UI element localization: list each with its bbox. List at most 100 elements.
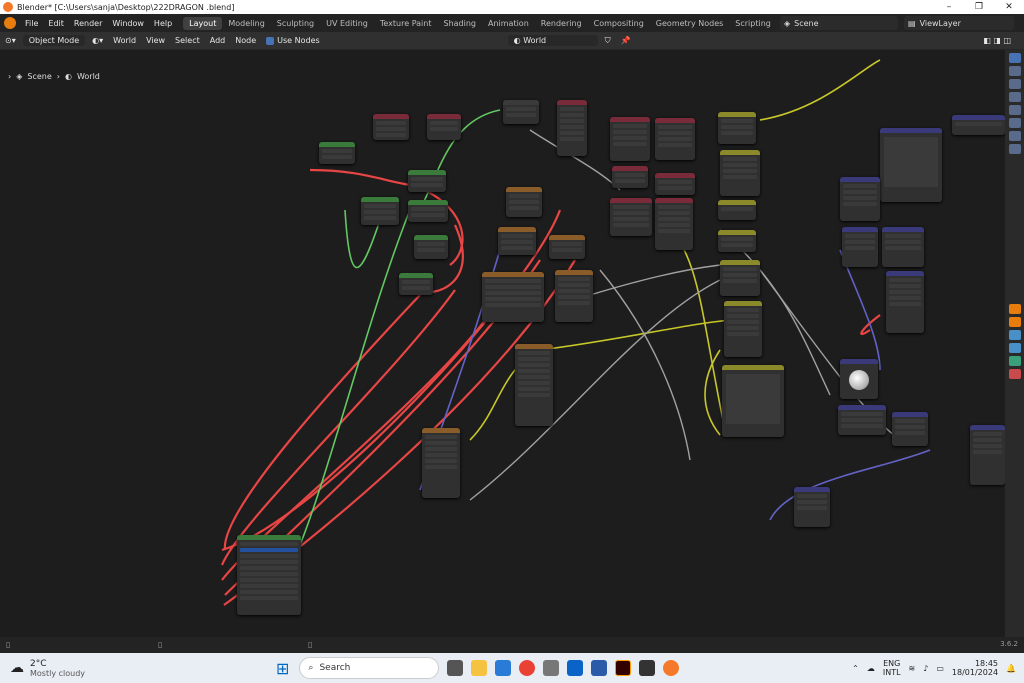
shader-node[interactable] — [655, 198, 693, 250]
tab-scripting[interactable]: Scripting — [735, 18, 771, 28]
fake-user-icon[interactable]: ⛉ — [604, 35, 611, 45]
vector-curves-node[interactable] — [880, 128, 942, 202]
battery-icon[interactable]: ▭ — [936, 663, 944, 673]
collection-tab-icon[interactable] — [1008, 131, 1021, 141]
shader-node[interactable] — [952, 115, 1005, 135]
volume-icon[interactable]: ♪ — [923, 663, 929, 673]
editor-type-icon[interactable]: ⊙▾ — [5, 36, 16, 45]
tab-geometry-nodes[interactable]: Geometry Nodes — [655, 18, 724, 28]
node-editor-canvas[interactable]: › ◈ Scene › ◐ World — [0, 50, 1005, 637]
physics-tab-icon[interactable] — [1008, 330, 1021, 340]
image-texture-node[interactable] — [482, 272, 544, 322]
shader-node[interactable] — [549, 235, 585, 259]
tab-layout[interactable]: Layout — [183, 16, 223, 30]
blender-menu-icon[interactable] — [4, 17, 16, 29]
shader-node[interactable] — [718, 112, 756, 144]
render-tab-icon[interactable] — [1008, 66, 1021, 76]
shader-node[interactable] — [414, 235, 448, 259]
world-tab-icon[interactable] — [1008, 118, 1021, 128]
shader-node[interactable] — [498, 227, 536, 255]
tab-modeling[interactable]: Modeling — [228, 18, 265, 28]
menu-node-view[interactable]: View — [146, 36, 166, 45]
tab-sculpting[interactable]: Sculpting — [276, 18, 315, 28]
menu-node[interactable]: Node — [235, 36, 257, 45]
wifi-icon[interactable]: ≋ — [908, 663, 916, 673]
menu-node-add[interactable]: Add — [209, 36, 226, 45]
principled-volume-node[interactable] — [237, 535, 301, 615]
normal-node[interactable] — [840, 359, 878, 399]
viewlayer-selector[interactable]: ▤ ViewLayer — [904, 16, 1014, 30]
clock[interactable]: 18:45 18/01/2024 — [952, 659, 998, 677]
tab-uv-editing[interactable]: UV Editing — [326, 18, 368, 28]
app-icon[interactable] — [639, 660, 656, 676]
shader-node[interactable] — [422, 428, 460, 498]
view-layer-tab-icon[interactable] — [1008, 92, 1021, 102]
menu-node-select[interactable]: Select — [175, 36, 200, 45]
tool-tab-icon[interactable] — [1008, 53, 1021, 63]
tab-texture-paint[interactable]: Texture Paint — [379, 18, 432, 28]
shader-node[interactable] — [408, 200, 448, 222]
chrome-icon[interactable] — [519, 660, 536, 676]
shader-node[interactable] — [361, 197, 399, 225]
language-indicator[interactable]: ENG INTL — [883, 659, 901, 677]
pin-icon[interactable]: 📌 — [620, 36, 631, 45]
settings-gear-icon[interactable] — [543, 660, 560, 676]
tray-chevron-icon[interactable]: ⌃ — [852, 663, 859, 673]
shader-node[interactable] — [555, 270, 593, 322]
taskbar-search[interactable]: ⌕ Search — [299, 657, 440, 679]
mail-icon[interactable] — [591, 660, 608, 676]
data-tab-icon[interactable] — [1008, 356, 1021, 366]
shader-node[interactable] — [610, 198, 652, 236]
particles-tab-icon[interactable] — [1008, 317, 1021, 327]
tab-rendering[interactable]: Rendering — [540, 18, 582, 28]
output-tab-icon[interactable] — [1008, 79, 1021, 89]
weather-widget[interactable]: ☁ 2°C Mostly cloudy — [0, 659, 270, 678]
shader-node[interactable] — [610, 117, 650, 161]
shader-node[interactable] — [399, 273, 433, 295]
shader-node[interactable] — [838, 405, 886, 435]
mode-dropdown[interactable]: Object Mode — [22, 35, 86, 46]
world-datablock-field[interactable]: ◐ World — [507, 35, 598, 46]
shader-node[interactable] — [886, 271, 924, 333]
tab-shading[interactable]: Shading — [443, 18, 476, 28]
shader-node[interactable] — [882, 227, 924, 267]
sidebar-toggle-icon[interactable]: ◧ ◨ ◫ — [983, 36, 1011, 45]
store-icon[interactable] — [495, 660, 512, 676]
menu-file[interactable]: File — [25, 18, 39, 28]
shader-node[interactable] — [503, 100, 539, 124]
shader-node[interactable] — [840, 177, 880, 221]
shader-node[interactable] — [794, 487, 830, 527]
shader-node[interactable] — [720, 150, 760, 196]
shader-node[interactable] — [319, 142, 355, 164]
shader-node[interactable] — [718, 200, 756, 220]
shader-node[interactable] — [842, 227, 878, 267]
menu-window[interactable]: Window — [112, 18, 144, 28]
shader-node[interactable] — [427, 114, 461, 140]
shader-node[interactable] — [655, 173, 695, 195]
object-tab-icon[interactable] — [1008, 144, 1021, 154]
rgb-curves-node[interactable] — [722, 365, 784, 437]
notifications-icon[interactable]: 🔔 — [1006, 663, 1016, 673]
shader-node[interactable] — [720, 260, 760, 296]
shader-node[interactable] — [506, 187, 542, 217]
menu-help[interactable]: Help — [153, 18, 173, 28]
outlook-icon[interactable] — [567, 660, 584, 676]
shader-node[interactable] — [612, 166, 648, 188]
illustrator-icon[interactable] — [615, 660, 632, 676]
menu-render[interactable]: Render — [73, 18, 103, 28]
maximize-button[interactable]: ❐ — [974, 2, 984, 12]
shader-node[interactable] — [655, 118, 695, 160]
shader-node[interactable] — [373, 114, 409, 140]
shader-node[interactable] — [408, 170, 446, 192]
shader-node[interactable] — [557, 100, 587, 156]
scene-selector[interactable]: ◈ Scene — [780, 16, 898, 30]
shader-type-icon[interactable]: ◐▾ — [92, 36, 104, 45]
minimize-button[interactable]: – — [946, 2, 952, 12]
shader-type-dropdown[interactable]: World — [113, 36, 137, 45]
windows-start-icon[interactable]: ⊞ — [276, 658, 290, 678]
constraints-tab-icon[interactable] — [1008, 343, 1021, 353]
shader-node[interactable] — [515, 344, 553, 426]
shader-node[interactable] — [892, 412, 928, 446]
onedrive-icon[interactable]: ☁ — [866, 663, 875, 673]
scene-tab-icon[interactable] — [1008, 105, 1021, 115]
